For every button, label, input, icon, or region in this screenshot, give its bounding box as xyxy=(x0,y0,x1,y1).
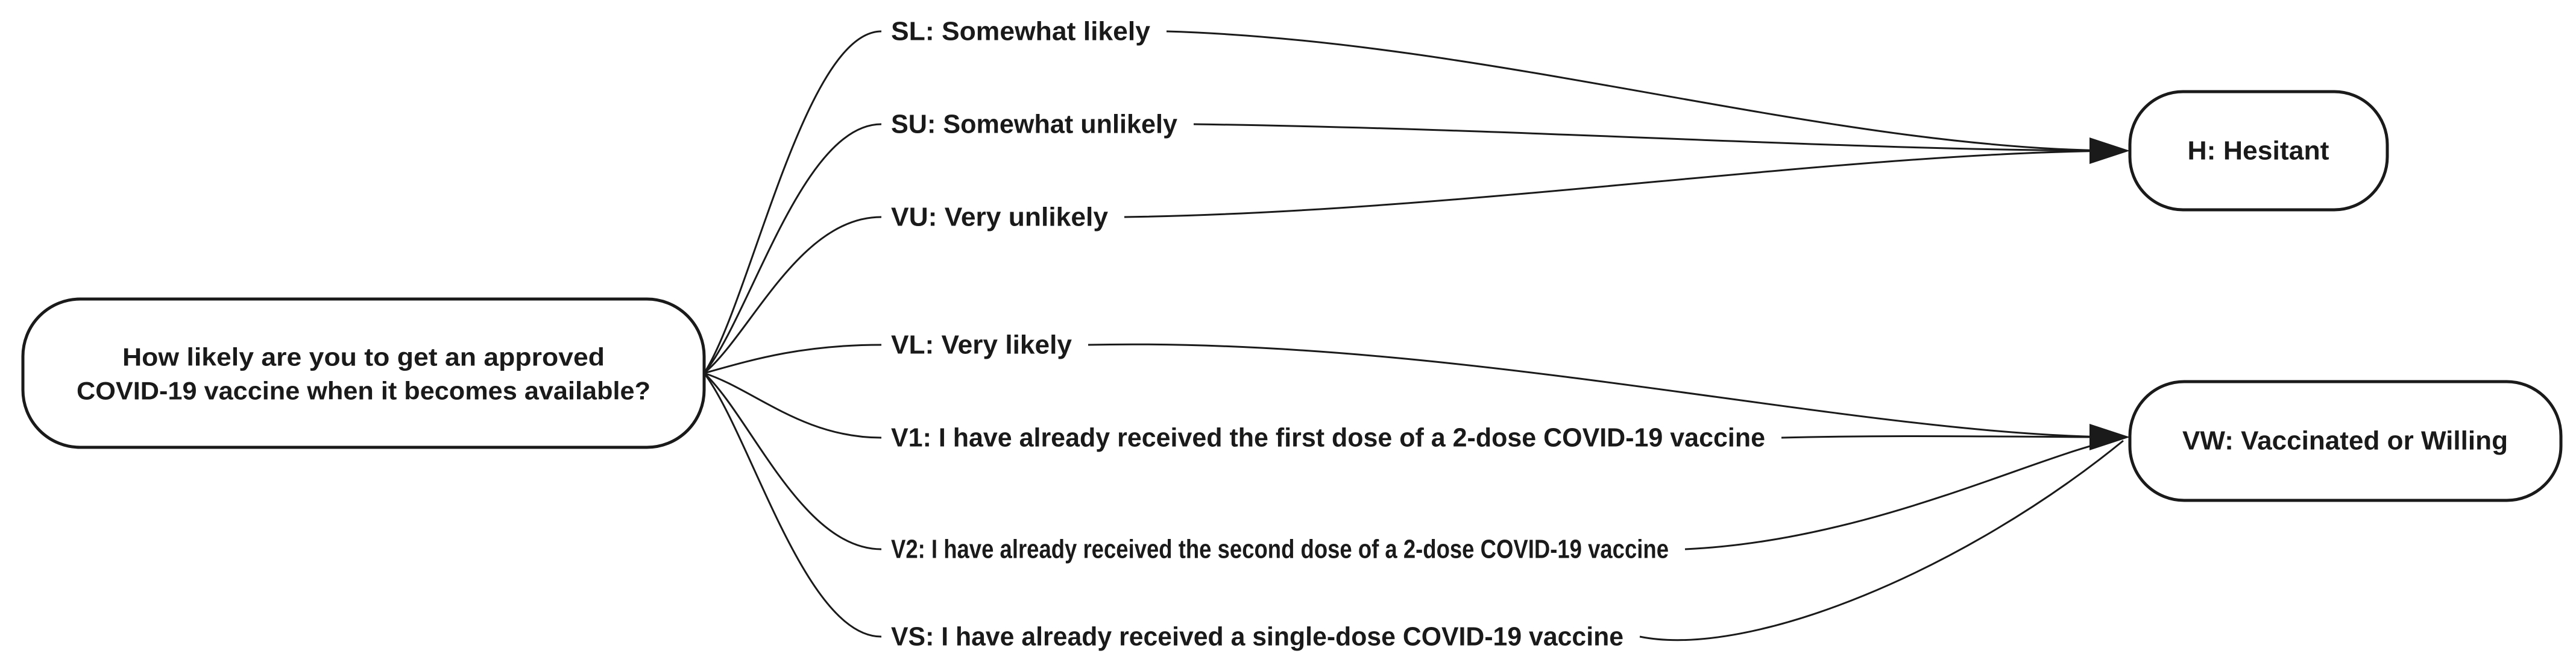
edge-vl-to-vw xyxy=(1088,343,2123,438)
edge-v2-to-vw xyxy=(1684,437,2124,550)
edge-vs-to-vw xyxy=(1639,439,2124,641)
edge-vu-to-hesitant xyxy=(1124,150,2123,218)
question-node-label-line2: COVID-19 vaccine when it becomes availab… xyxy=(77,377,650,405)
question-node-box xyxy=(21,297,706,449)
edge-question-to-vu xyxy=(704,216,882,374)
response-label-vu: VU: Very unlikely xyxy=(891,203,1109,232)
outcome-node-hesitant-box xyxy=(2128,90,2389,212)
edge-question-to-vl xyxy=(704,344,882,374)
edge-su-to-hesitant xyxy=(1193,123,2123,152)
edge-question-to-vs xyxy=(703,373,882,638)
edge-sl-to-hesitant xyxy=(1166,30,2123,152)
arrowhead-into-hesitant-icon xyxy=(2089,137,2130,164)
arrowhead-into-vw-icon xyxy=(2089,424,2130,450)
outcome-node-hesitant-label: H: Hesitant xyxy=(2188,136,2329,166)
response-label-sl: SL: Somewhat likely xyxy=(891,17,1151,46)
response-label-vl: VL: Very likely xyxy=(891,330,1072,360)
edge-v1-to-vw xyxy=(1781,435,2123,439)
question-node-label-line1: How likely are you to get an approved xyxy=(122,343,605,371)
edge-question-to-v2 xyxy=(703,372,882,550)
outcome-node-vw-label: VW: Vaccinated or Willing xyxy=(2182,426,2508,456)
response-label-su: SU: Somewhat unlikely xyxy=(891,110,1178,139)
edge-question-to-v1 xyxy=(704,372,882,439)
response-label-v1: V1: I have already received the first do… xyxy=(891,423,1765,453)
response-label-v2: V2: I have already received the second d… xyxy=(891,535,1669,564)
edge-question-to-su xyxy=(703,123,882,374)
outcome-node-vw-box xyxy=(2128,380,2563,502)
response-label-vs: VS: I have already received a single-dos… xyxy=(891,622,1623,652)
edge-question-to-sl xyxy=(703,30,882,374)
